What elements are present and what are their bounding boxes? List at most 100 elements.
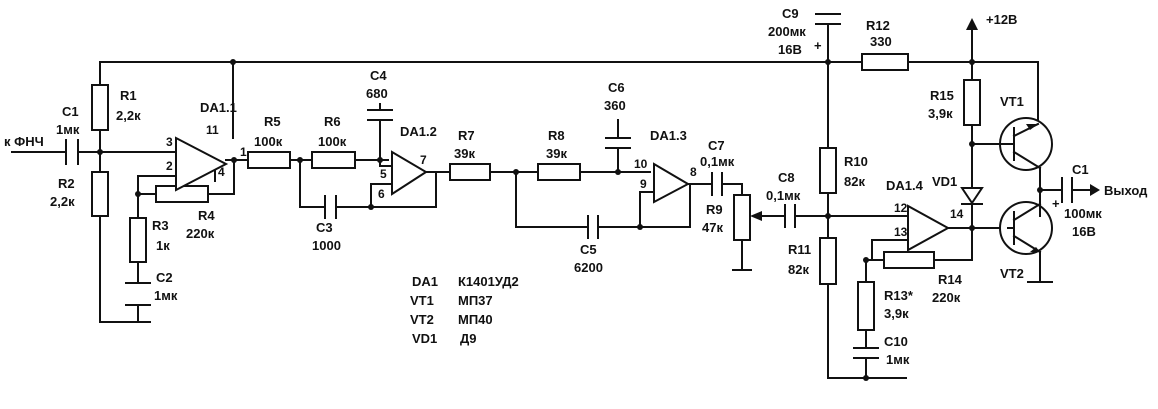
r1-ref: R1 xyxy=(120,88,137,103)
supply-label: +12В xyxy=(986,12,1017,27)
resistor-r3 xyxy=(129,217,147,263)
c6-ref: C6 xyxy=(608,80,625,95)
resistor-r8 xyxy=(537,163,581,181)
c4-ref: C4 xyxy=(370,68,387,83)
diode-vd1 xyxy=(960,164,984,205)
r12-value: 330 xyxy=(870,34,892,49)
r14-value: 220к xyxy=(932,290,961,305)
capacitor-c10 xyxy=(853,347,879,373)
c3-value: 1000 xyxy=(312,238,341,253)
c10-value: 1мк xyxy=(886,352,910,367)
c9-polarity: + xyxy=(814,38,822,53)
da13-ref: DA1.3 xyxy=(650,128,687,143)
output-arrow-icon xyxy=(1090,184,1100,196)
r9-value: 47к xyxy=(702,220,723,235)
c2-ref: C2 xyxy=(156,270,173,285)
r2-value: 2,2к xyxy=(50,194,75,209)
capacitor-c5 xyxy=(587,215,599,239)
r10-ref: R10 xyxy=(844,154,868,169)
capacitor-c2 xyxy=(125,282,151,306)
vd1-ref: VD1 xyxy=(932,174,957,189)
r2-ref: R2 xyxy=(58,176,75,191)
c1-input-value: 1мк xyxy=(56,122,80,137)
c2-value: 1мк xyxy=(154,288,178,303)
output-label: Выход xyxy=(1104,183,1148,198)
parts-list-ref-1: DA1 xyxy=(412,274,438,289)
da11-pin-11: 11 xyxy=(206,123,219,137)
r8-value: 39к xyxy=(546,146,567,161)
r14-ref: R14 xyxy=(938,272,963,287)
parts-list: DA1 К1401УД2 VT1 МП37 VT2 МП40 VD1 Д9 xyxy=(410,274,519,346)
da14-pin-14: 14 xyxy=(950,207,964,221)
c1-output-ref: C1 xyxy=(1072,162,1089,177)
r5-ref: R5 xyxy=(264,114,281,129)
resistor-r12 xyxy=(861,53,909,71)
resistor-r10 xyxy=(819,147,837,194)
r9-ref: R9 xyxy=(706,202,723,217)
r3-value: 1к xyxy=(156,238,170,253)
r11-ref: R11 xyxy=(788,242,811,257)
resistor-r13 xyxy=(857,281,875,331)
parts-list-part-3: МП40 xyxy=(458,312,493,327)
c8-ref: C8 xyxy=(778,170,795,185)
junction-dots xyxy=(97,59,1043,381)
vt1-ref: VT1 xyxy=(1000,94,1024,109)
r9-wiper-arrow-icon xyxy=(750,211,762,221)
da13-pin-8: 8 xyxy=(690,165,697,179)
resistor-r7 xyxy=(449,163,491,181)
resistor-r5 xyxy=(247,151,291,169)
da14-pin-13: 13 xyxy=(894,225,908,239)
da14-pin-12: 12 xyxy=(894,201,908,215)
resistor-r15 xyxy=(963,79,981,126)
r8-ref: R8 xyxy=(548,128,565,143)
r3-ref: R3 xyxy=(152,218,169,233)
da14-ref: DA1.4 xyxy=(886,178,924,193)
da13-pin-10: 10 xyxy=(634,157,648,171)
da12-pin-5: 5 xyxy=(380,167,387,181)
parts-list-part-2: МП37 xyxy=(458,293,493,308)
c9-ref: C9 xyxy=(782,6,799,21)
resistor-r4 xyxy=(155,185,209,203)
r7-value: 39к xyxy=(454,146,475,161)
c1-input-ref: C1 xyxy=(62,104,79,119)
capacitor-c3 xyxy=(324,195,337,219)
parts-list-ref-4: VD1 xyxy=(412,331,437,346)
input-label: к ФНЧ xyxy=(4,134,44,149)
capacitor-c8 xyxy=(784,204,796,228)
vt2-ref: VT2 xyxy=(1000,266,1024,281)
da11-ref: DA1.1 xyxy=(200,100,237,115)
c1-output-polarity: + xyxy=(1052,196,1060,211)
capacitor-c1-output xyxy=(1061,177,1073,203)
opamp-da1-2 xyxy=(391,150,428,196)
component-labels: C1 1мк R1 2,2к R2 2,2к R3 1к C2 1мк R4 2… xyxy=(50,6,1102,367)
da11-pin-4: 4 xyxy=(218,165,225,179)
c8-value: 0,1мк xyxy=(766,188,801,203)
parts-list-part-1: К1401УД2 xyxy=(458,274,519,289)
c6-value: 360 xyxy=(604,98,626,113)
r4-value: 220к xyxy=(186,226,215,241)
opamp-da1-4 xyxy=(907,204,951,252)
r6-ref: R6 xyxy=(324,114,341,129)
opamp-da1-3 xyxy=(653,162,691,204)
parts-list-ref-2: VT1 xyxy=(410,293,434,308)
r5-value: 100к xyxy=(254,134,283,149)
wires xyxy=(11,29,1091,379)
supply-arrow-icon xyxy=(966,18,978,30)
parts-list-ref-3: VT2 xyxy=(410,312,434,327)
capacitor-c6 xyxy=(605,119,631,149)
capacitor-c1-input xyxy=(65,139,79,165)
resistor-r9-potentiometer xyxy=(733,194,751,241)
resistor-r11 xyxy=(819,237,837,285)
c1-output-voltage: 16В xyxy=(1072,224,1096,239)
da11-pin-3: 3 xyxy=(166,135,173,149)
c9-value: 200мк xyxy=(768,24,806,39)
resistor-r2 xyxy=(91,171,109,217)
r13-value: 3,9к xyxy=(884,306,909,321)
r12-ref: R12 xyxy=(866,18,890,33)
transistor-vt1 xyxy=(999,117,1053,171)
r15-value: 3,9к xyxy=(928,106,953,121)
r7-ref: R7 xyxy=(458,128,475,143)
c7-value: 0,1мк xyxy=(700,154,735,169)
resistor-r14 xyxy=(883,251,935,269)
